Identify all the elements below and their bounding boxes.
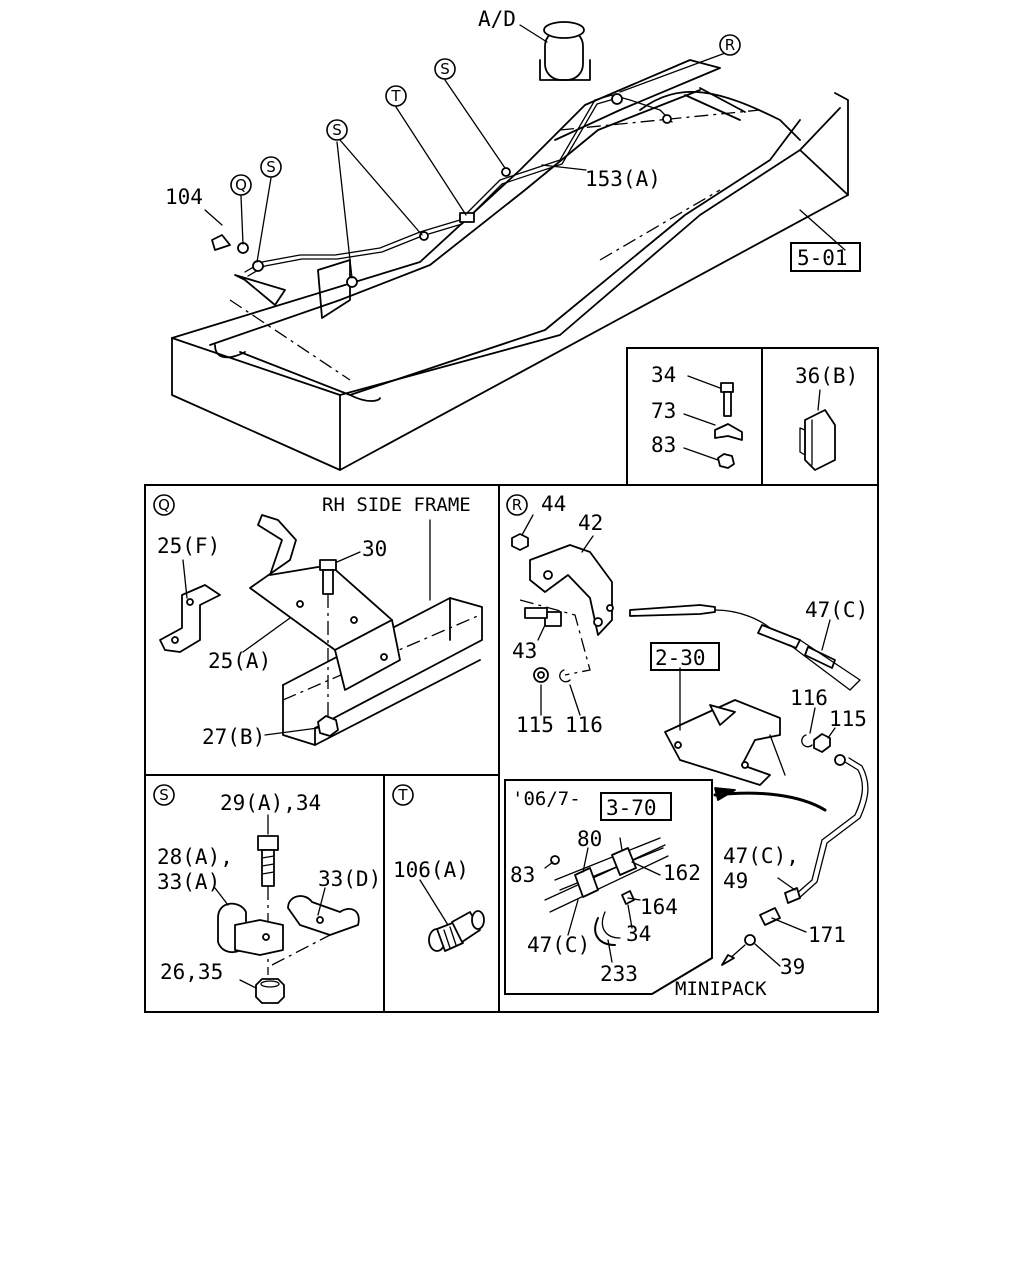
callout-47c-top: 47(C) (805, 598, 868, 622)
marker-s1: S (266, 158, 276, 176)
callout-30: 30 (362, 537, 387, 561)
sub-callout-80: 80 (577, 827, 602, 851)
callout-73: 73 (651, 399, 676, 423)
panel-r: R (504, 492, 869, 1000)
marker-s3: S (440, 60, 450, 78)
panel-r-marker: R (512, 496, 522, 514)
marker-q: Q (235, 176, 247, 194)
panel-q-marker-circle (153, 494, 175, 516)
panel-s-marker: S (159, 786, 169, 804)
callout-28a-line1: 28(A), (157, 845, 233, 869)
ref-box-2-30 (650, 642, 720, 671)
frame-overview (171, 21, 849, 471)
ad-label: A/D (478, 7, 516, 31)
marker-s1-circle (260, 156, 282, 178)
callout-33d: 33(D) (318, 867, 381, 891)
marker-q-circle (230, 174, 252, 196)
marker-s2-circle (326, 119, 348, 141)
sub-callout-47c: 47(C) (527, 933, 590, 957)
callout-25f: 25(F) (157, 534, 220, 558)
callout-171: 171 (808, 923, 846, 947)
sub-callout-162: 162 (663, 861, 701, 885)
callout-39: 39 (780, 955, 805, 979)
sub-callout-233: 233 (600, 962, 638, 986)
sub-callout-34: 34 (626, 922, 651, 946)
marker-t-circle (385, 85, 407, 107)
callout-116a: 116 (565, 713, 603, 737)
callout-36b: 36(B) (795, 364, 858, 388)
panel-r-marker-circle (506, 494, 528, 516)
panel-t: T 106(A) (392, 784, 485, 952)
marker-s3-circle (434, 58, 456, 80)
callout-25a: 25(A) (208, 649, 271, 673)
sub-date: '06/7- (512, 788, 581, 810)
callout-115b: 115 (829, 707, 867, 731)
minipack-label: MINIPACK (675, 978, 767, 1000)
panel-t-marker: T (397, 786, 408, 804)
callout-28a-line2: 33(A) (157, 870, 220, 894)
panel-t-marker-circle (392, 784, 414, 806)
overview-labels: A/D 104 153(A) 5-01 Q S S T S R (165, 7, 861, 272)
ref-box-5-01 (790, 242, 861, 272)
panel-q-marker: Q (158, 496, 170, 514)
panel-s: S 29(A),34 28(A), 33(A) 33(D) 26,35 (153, 784, 381, 1004)
marker-t: T (390, 87, 401, 105)
ref-box-3-70 (600, 792, 672, 821)
sub-callout-83: 83 (510, 863, 535, 887)
callout-153a: 153(A) (585, 167, 661, 191)
callout-29a-34: 29(A),34 (220, 791, 321, 815)
sub-inset-border (504, 779, 713, 995)
sub-callout-164: 164 (640, 895, 678, 919)
ref-5-01-text: 5-01 (797, 246, 848, 270)
callout-43: 43 (512, 639, 537, 663)
callout-104: 104 (165, 185, 203, 209)
callout-34: 34 (651, 363, 676, 387)
callout-44: 44 (541, 492, 566, 516)
callout-42: 42 (578, 511, 603, 535)
callout-26-35: 26,35 (160, 960, 223, 984)
ref-3-70-text: 3-70 (606, 796, 657, 820)
callout-116b: 116 (790, 686, 828, 710)
panel-s-marker-circle (153, 784, 175, 806)
callout-27b: 27(B) (202, 725, 265, 749)
panel-q-title: RH SIDE FRAME (322, 494, 471, 516)
detail-grid (144, 484, 879, 1013)
marker-r-circle (719, 34, 741, 56)
marker-s2: S (332, 121, 342, 139)
panel-q: Q RH SIDE FRAME 25(F) 30 25(A) 27(B) (153, 494, 483, 749)
callout-115a: 115 (516, 713, 554, 737)
ref-2-30-text: 2-30 (655, 646, 706, 670)
marker-r: R (725, 36, 735, 54)
callout-106a: 106(A) (393, 858, 469, 882)
callout-47c-49-line1: 47(C), (723, 844, 799, 868)
callout-83: 83 (651, 433, 676, 457)
inset-hardware: 34 73 83 36(B) (626, 347, 879, 486)
callout-47c-49-line2: 49 (723, 869, 748, 893)
